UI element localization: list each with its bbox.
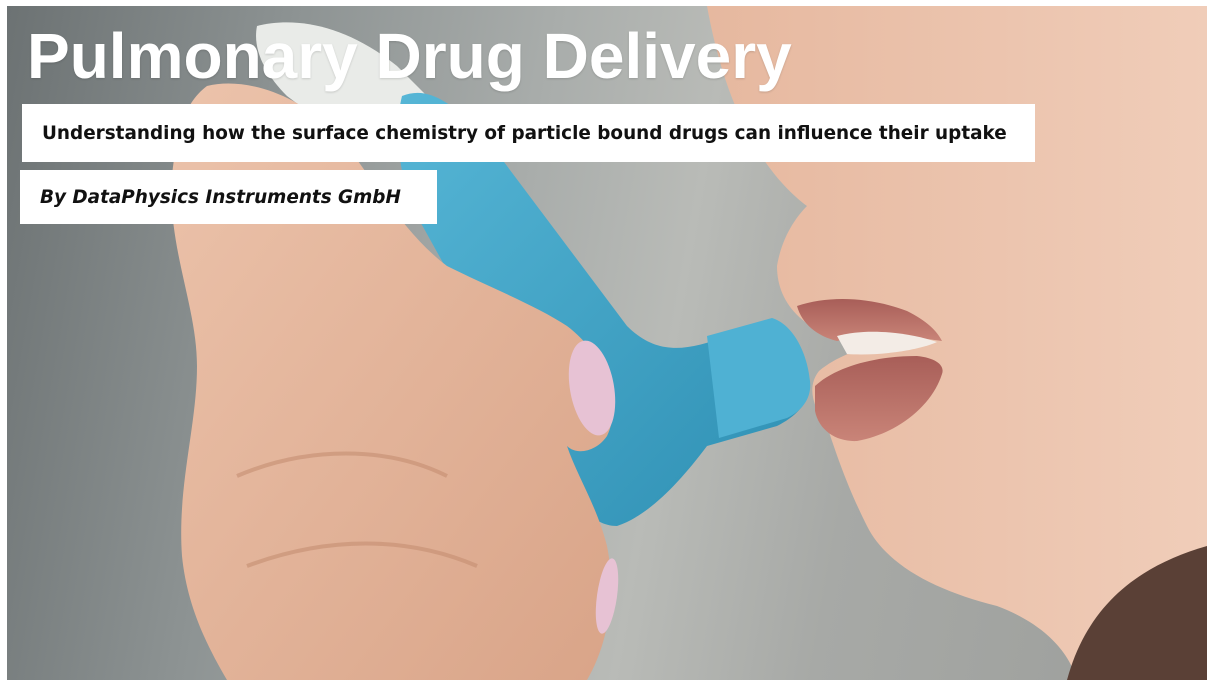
finger-crease (236, 451, 448, 478)
photo-illustration (171, 6, 1207, 680)
face-shape (707, 6, 1207, 680)
finger-crease (246, 541, 478, 568)
inhaler-mouthpiece (707, 318, 811, 438)
teeth (837, 331, 937, 355)
page-title: Pulmonary Drug Delivery (27, 20, 792, 92)
upper-lip (797, 299, 942, 341)
subtitle-text: Understanding how the surface chemistry … (42, 122, 1007, 144)
byline-text: By DataPhysics Instruments GmbH (40, 186, 401, 208)
hand-shape (171, 83, 613, 680)
fingernail (595, 558, 619, 634)
fingernail (568, 340, 616, 436)
inhaler-body (397, 92, 808, 527)
lower-lip (815, 356, 943, 442)
byline-banner: By DataPhysics Instruments GmbH (20, 170, 437, 224)
hair-shape (1067, 546, 1207, 680)
subtitle-banner: Understanding how the surface chemistry … (22, 104, 1035, 162)
